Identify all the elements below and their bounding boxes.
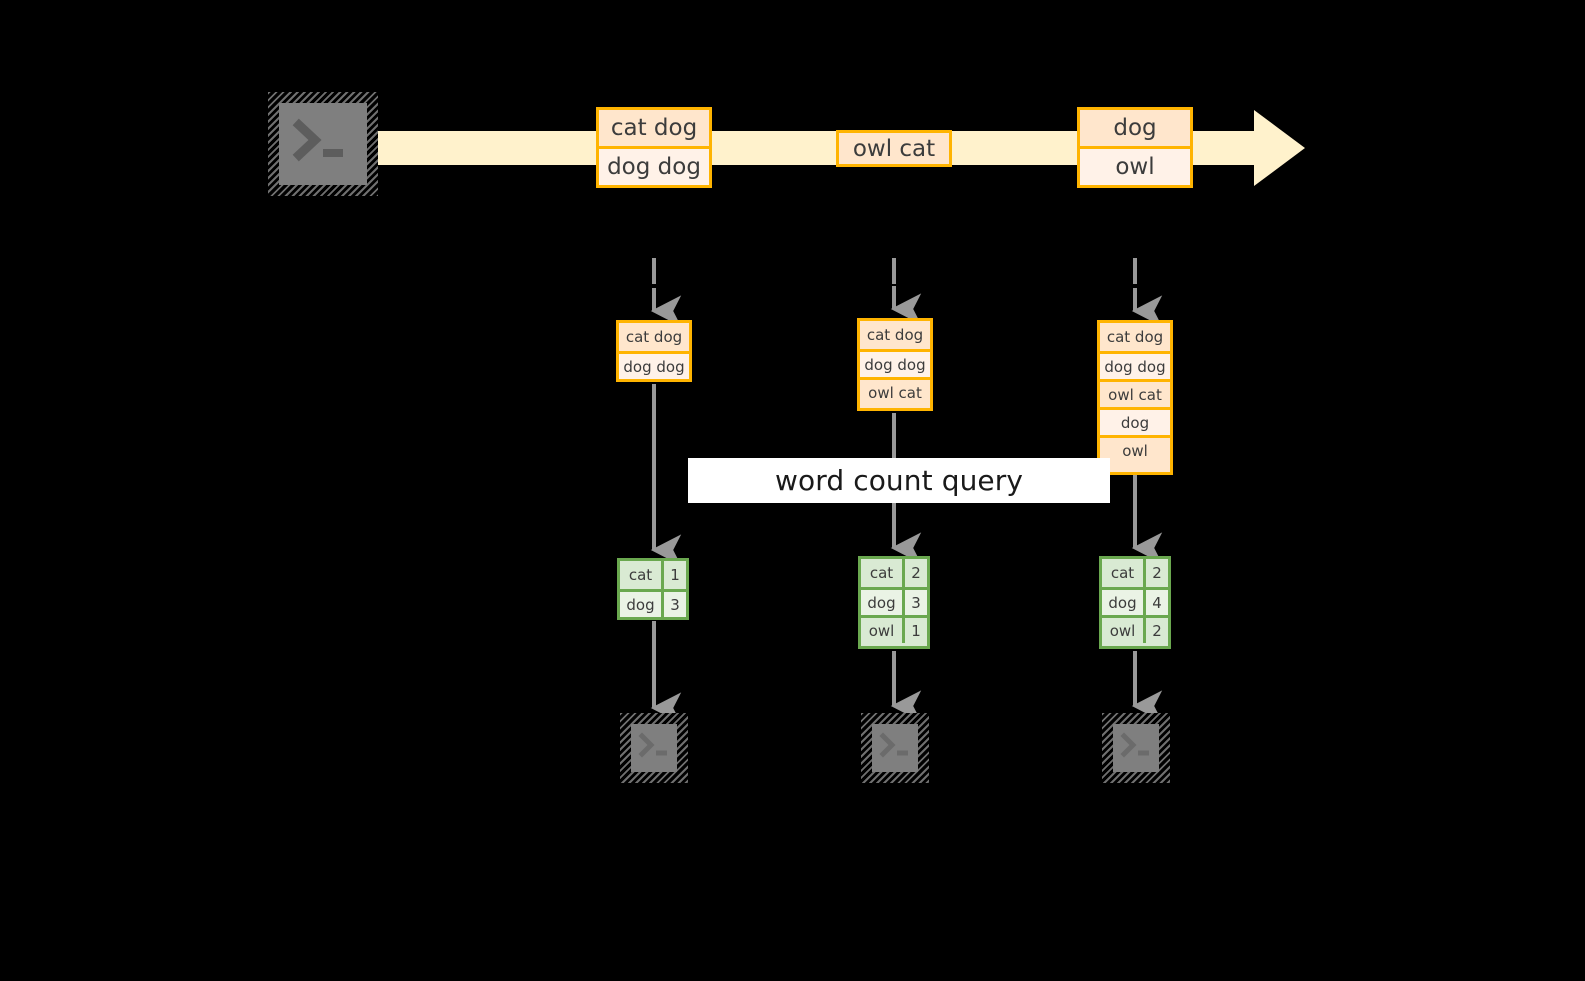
result-word: cat xyxy=(620,561,664,589)
input-table-2[interactable]: cat dog dog dog owl cat xyxy=(857,318,933,411)
result-word: cat xyxy=(1102,559,1146,587)
input-table-row: owl cat xyxy=(1100,379,1170,407)
sink-terminal-icon-3[interactable] xyxy=(1102,713,1170,783)
result-word: owl xyxy=(861,618,905,643)
terminal-screen xyxy=(631,724,677,772)
result-row: dog 3 xyxy=(620,589,686,617)
stream-event-batch-3[interactable]: dog owl xyxy=(1077,107,1193,188)
stream-event-line: cat dog xyxy=(599,110,709,146)
stream-event-line: dog dog xyxy=(599,146,709,185)
result-count: 2 xyxy=(1146,618,1168,643)
terminal-screen xyxy=(279,103,367,185)
result-word: dog xyxy=(620,592,664,617)
result-word: dog xyxy=(861,590,905,615)
stream-event-line: owl cat xyxy=(839,133,949,164)
terminal-screen xyxy=(872,724,918,772)
sink-terminal-icon-2[interactable] xyxy=(861,713,929,783)
input-table-row: cat dog xyxy=(619,323,689,351)
input-table-row: cat dog xyxy=(860,321,930,349)
input-table-row: dog dog xyxy=(1100,351,1170,379)
input-table-3[interactable]: cat dog dog dog owl cat dog owl xyxy=(1097,320,1173,475)
terminal-prompt-glyph xyxy=(638,732,667,758)
input-table-row: owl xyxy=(1100,435,1170,463)
result-count: 2 xyxy=(1146,559,1168,587)
stream-event-line: dog xyxy=(1080,110,1190,146)
result-row: owl 1 xyxy=(861,615,927,643)
result-row: cat 2 xyxy=(861,559,927,587)
query-label: word count query xyxy=(688,458,1110,503)
result-row: cat 2 xyxy=(1102,559,1168,587)
result-count: 3 xyxy=(664,592,686,617)
result-table-2[interactable]: cat 2 dog 3 owl 1 xyxy=(858,556,930,649)
stream-event-batch-1[interactable]: cat dog dog dog xyxy=(596,107,712,188)
result-count: 1 xyxy=(905,618,927,643)
result-row: cat 1 xyxy=(620,561,686,589)
terminal-screen xyxy=(1113,724,1159,772)
result-table-3[interactable]: cat 2 dog 4 owl 2 xyxy=(1099,556,1171,649)
result-count: 4 xyxy=(1146,590,1168,615)
input-table-row: dog xyxy=(1100,407,1170,435)
result-count: 1 xyxy=(664,561,686,589)
input-table-row: owl cat xyxy=(860,377,930,405)
result-count: 2 xyxy=(905,559,927,587)
source-terminal-icon[interactable] xyxy=(268,92,378,196)
sink-terminal-icon-1[interactable] xyxy=(620,713,688,783)
result-row: owl 2 xyxy=(1102,615,1168,643)
input-table-row: dog dog xyxy=(860,349,930,377)
stream-event-batch-2[interactable]: owl cat xyxy=(836,130,952,167)
result-count: 3 xyxy=(905,590,927,615)
stream-event-line: owl xyxy=(1080,146,1190,185)
terminal-prompt-glyph xyxy=(292,118,343,162)
result-table-1[interactable]: cat 1 dog 3 xyxy=(617,558,689,620)
input-table-row: cat dog xyxy=(1100,323,1170,351)
result-row: dog 3 xyxy=(861,587,927,615)
terminal-prompt-glyph xyxy=(879,732,908,758)
result-word: cat xyxy=(861,559,905,587)
result-word: dog xyxy=(1102,590,1146,615)
terminal-prompt-glyph xyxy=(1120,732,1149,758)
input-table-row: dog dog xyxy=(619,351,689,379)
result-word: owl xyxy=(1102,618,1146,643)
input-table-1[interactable]: cat dog dog dog xyxy=(616,320,692,382)
result-row: dog 4 xyxy=(1102,587,1168,615)
